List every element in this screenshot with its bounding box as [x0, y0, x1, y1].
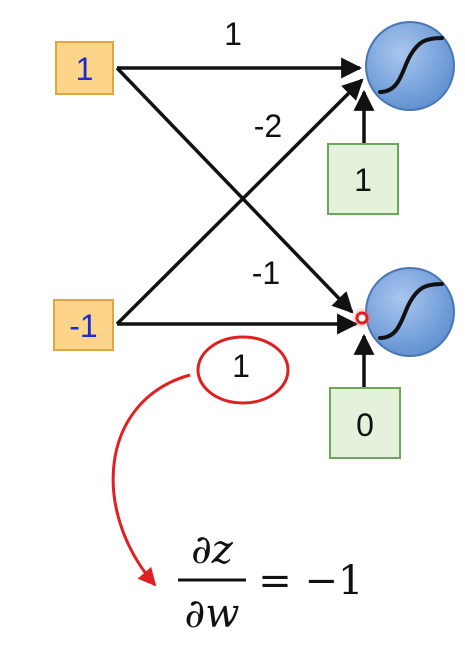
- formula-value: −1: [305, 558, 364, 604]
- bias-node-bottom: 0: [329, 387, 401, 459]
- neuron-bottom: [365, 267, 455, 357]
- annotation-ellipse: [196, 335, 290, 405]
- formula-numerator: ∂z: [191, 527, 234, 573]
- edge-bottom-to-top: [115, 78, 364, 326]
- bias-value-bottom: 0: [356, 407, 374, 443]
- neuron-top: [365, 21, 455, 111]
- weight-label-top-to-top: 1: [224, 16, 242, 52]
- derivative-formula: ∂z ∂w = −1: [178, 527, 363, 637]
- input-node-top: 1: [55, 41, 114, 95]
- weight-label-bottom-to-top: -2: [254, 108, 282, 144]
- formula-equals: =: [258, 558, 292, 604]
- sigmoid-icon: [378, 282, 444, 340]
- sigmoid-icon: [378, 36, 444, 94]
- annotation-arrow: [111, 373, 191, 587]
- input-node-bottom: -1: [53, 299, 114, 351]
- edge-top-to-bottom: [115, 66, 354, 314]
- input-value-bottom: -1: [69, 308, 97, 344]
- highlight-dot: [351, 307, 373, 329]
- formula-denominator: ∂w: [185, 591, 240, 637]
- bias-value-top: 1: [354, 162, 372, 198]
- input-value-top: 1: [76, 51, 94, 87]
- weight-label-bottom-to-bottom: 1: [232, 348, 250, 384]
- bias-node-top: 1: [327, 143, 399, 215]
- weight-label-top-to-bottom: -1: [252, 255, 280, 291]
